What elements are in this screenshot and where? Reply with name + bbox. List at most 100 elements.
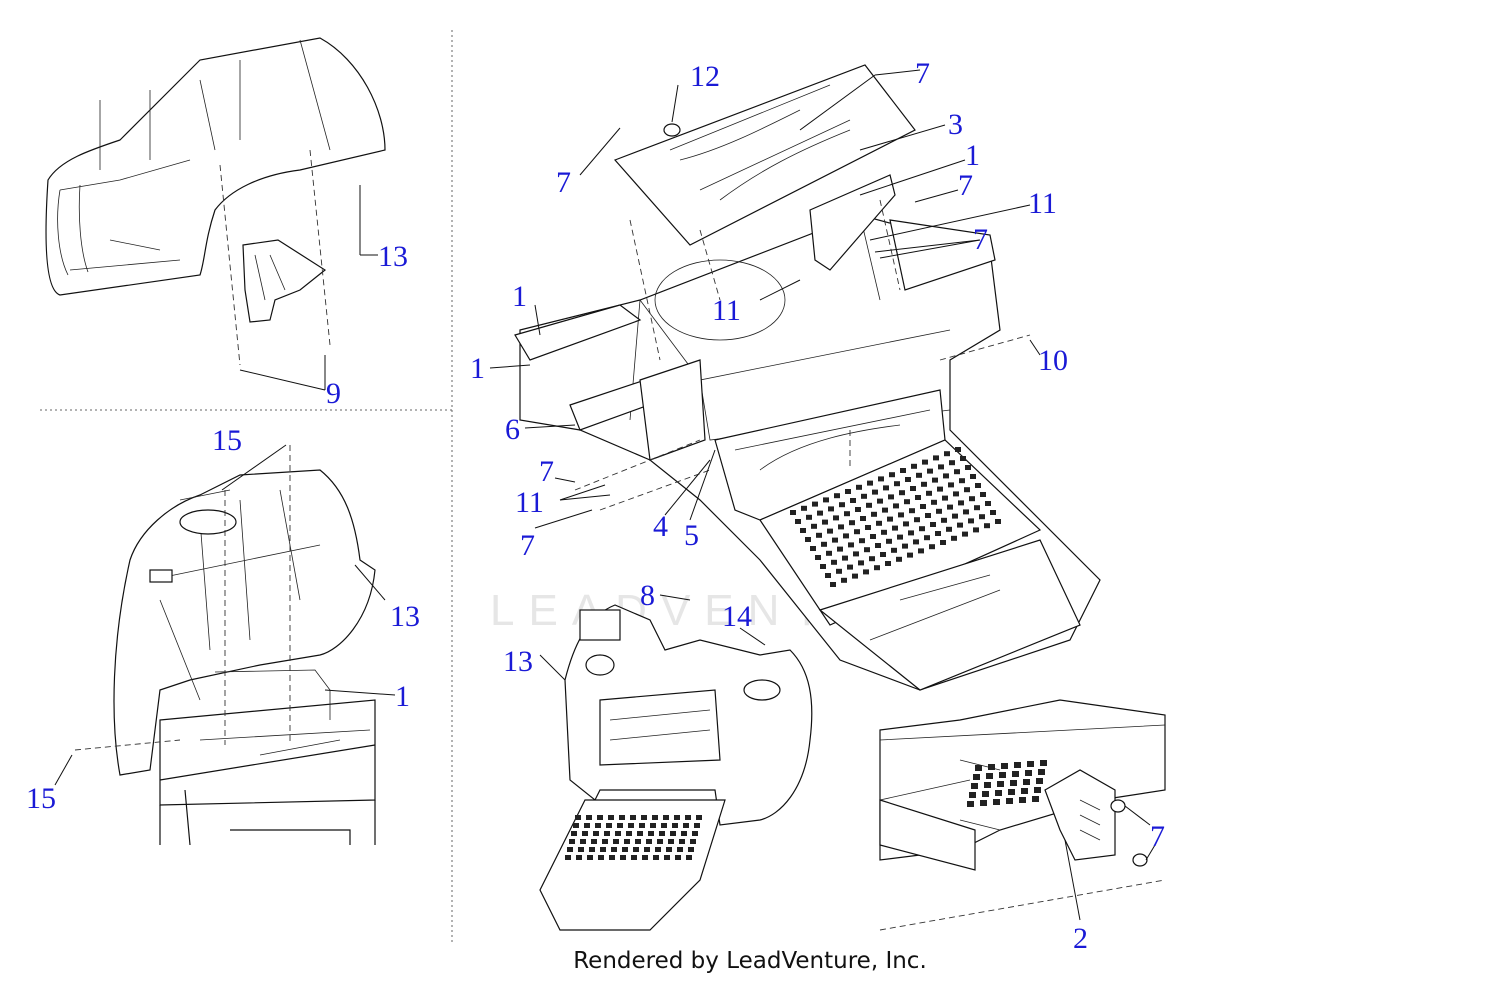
grate-hole	[1023, 779, 1030, 785]
callout-11-right: 11	[1028, 187, 1057, 220]
grate-hole	[876, 520, 882, 526]
grate-hole	[575, 815, 581, 820]
callout-14: 14	[722, 600, 752, 633]
grate-hole	[597, 815, 603, 820]
grate-hole	[887, 516, 893, 522]
grate-hole	[1012, 771, 1019, 777]
grate-hole	[849, 520, 855, 526]
grate-hole	[628, 823, 634, 828]
callout-1-left-lower: 1	[470, 352, 485, 385]
grate-hole	[834, 493, 840, 499]
grate-hole	[931, 499, 937, 505]
callout-4: 4	[653, 510, 668, 543]
callout-15-bottom: 15	[26, 782, 56, 815]
grate-hole	[838, 524, 844, 530]
grate-hole	[903, 521, 909, 527]
grate-hole	[608, 815, 614, 820]
grate-hole	[910, 486, 916, 491]
grate-hole	[900, 468, 906, 473]
callout-13-bl: 13	[390, 600, 420, 633]
grate-hole	[631, 855, 637, 860]
grate-hole	[892, 525, 898, 531]
grate-hole	[839, 502, 845, 508]
grate-hole	[962, 531, 968, 537]
grate-hole	[624, 839, 630, 844]
grate-hole	[805, 537, 811, 542]
grate-hole	[859, 538, 865, 544]
grate-hole	[886, 538, 892, 544]
callout-7-top-left: 7	[556, 166, 571, 199]
grate-hole	[952, 513, 958, 519]
grate-hole	[965, 465, 971, 470]
grate-hole	[916, 472, 922, 478]
grate-hole	[880, 552, 886, 557]
grate-hole	[850, 498, 856, 503]
grate-hole	[635, 839, 641, 844]
grate-hole	[953, 491, 959, 497]
assembled-view	[539, 604, 813, 931]
grate-hole	[801, 505, 807, 511]
callout-15-top: 15	[212, 424, 242, 457]
grate-hole	[571, 831, 577, 836]
grate-hole	[877, 498, 883, 504]
detail-grate	[967, 760, 1047, 807]
grate-hole	[960, 456, 966, 461]
grate-hole	[681, 831, 687, 836]
grate-hole	[935, 531, 941, 536]
grate-hole	[604, 831, 610, 836]
grate-hole	[790, 510, 796, 515]
grate-hole	[602, 839, 608, 844]
grate-hole	[694, 823, 700, 828]
grate-hole	[855, 507, 861, 512]
grate-hole	[593, 831, 599, 836]
grate-hole	[822, 519, 828, 525]
grate-hole	[652, 815, 658, 820]
grate-hole	[896, 556, 902, 562]
callout-7-detail: 7	[1150, 820, 1165, 853]
grate-hole	[587, 855, 593, 860]
grate-hole	[861, 493, 867, 499]
grate-hole	[646, 839, 652, 844]
grate-hole	[567, 847, 573, 852]
grate-hole	[688, 847, 694, 852]
grate-hole	[944, 451, 950, 457]
grate-hole	[856, 484, 862, 490]
grate-hole	[921, 481, 927, 487]
grate-hole	[637, 831, 643, 836]
grate-hole	[967, 801, 974, 807]
grate-hole	[957, 522, 963, 528]
grate-hole	[949, 460, 955, 466]
main-frame-assembly	[489, 64, 1101, 691]
grate-hole	[1032, 796, 1039, 802]
grate-hole	[848, 542, 854, 548]
grate-hole	[821, 541, 827, 547]
grate-hole	[898, 512, 904, 518]
grate-hole	[883, 485, 889, 491]
grate-hole	[881, 529, 887, 535]
grate-hole	[1040, 760, 1047, 766]
grate-hole	[613, 839, 619, 844]
grate-hole	[1010, 780, 1017, 786]
grate-hole	[947, 504, 953, 510]
grate-hole	[843, 533, 849, 539]
grate-hole	[919, 526, 925, 532]
callout-5: 5	[684, 519, 699, 552]
grate-hole	[926, 490, 932, 496]
grate-hole	[1021, 788, 1028, 794]
grate-hole	[692, 831, 698, 836]
grate-hole	[875, 543, 881, 548]
grate-hole	[600, 847, 606, 852]
grate-hole	[683, 823, 689, 828]
grate-hole	[914, 517, 920, 523]
grate-hole	[920, 504, 926, 509]
grate-hole	[816, 532, 822, 538]
grate-hole	[865, 525, 871, 530]
callout-7-mid-right: 7	[958, 169, 973, 202]
grate-hole	[569, 839, 575, 844]
grate-hole	[913, 539, 919, 545]
grate-hole	[811, 523, 817, 529]
grate-hole	[690, 839, 696, 844]
grate-hole	[696, 815, 702, 820]
grate-hole	[685, 815, 691, 820]
grate-hole	[1008, 789, 1015, 795]
